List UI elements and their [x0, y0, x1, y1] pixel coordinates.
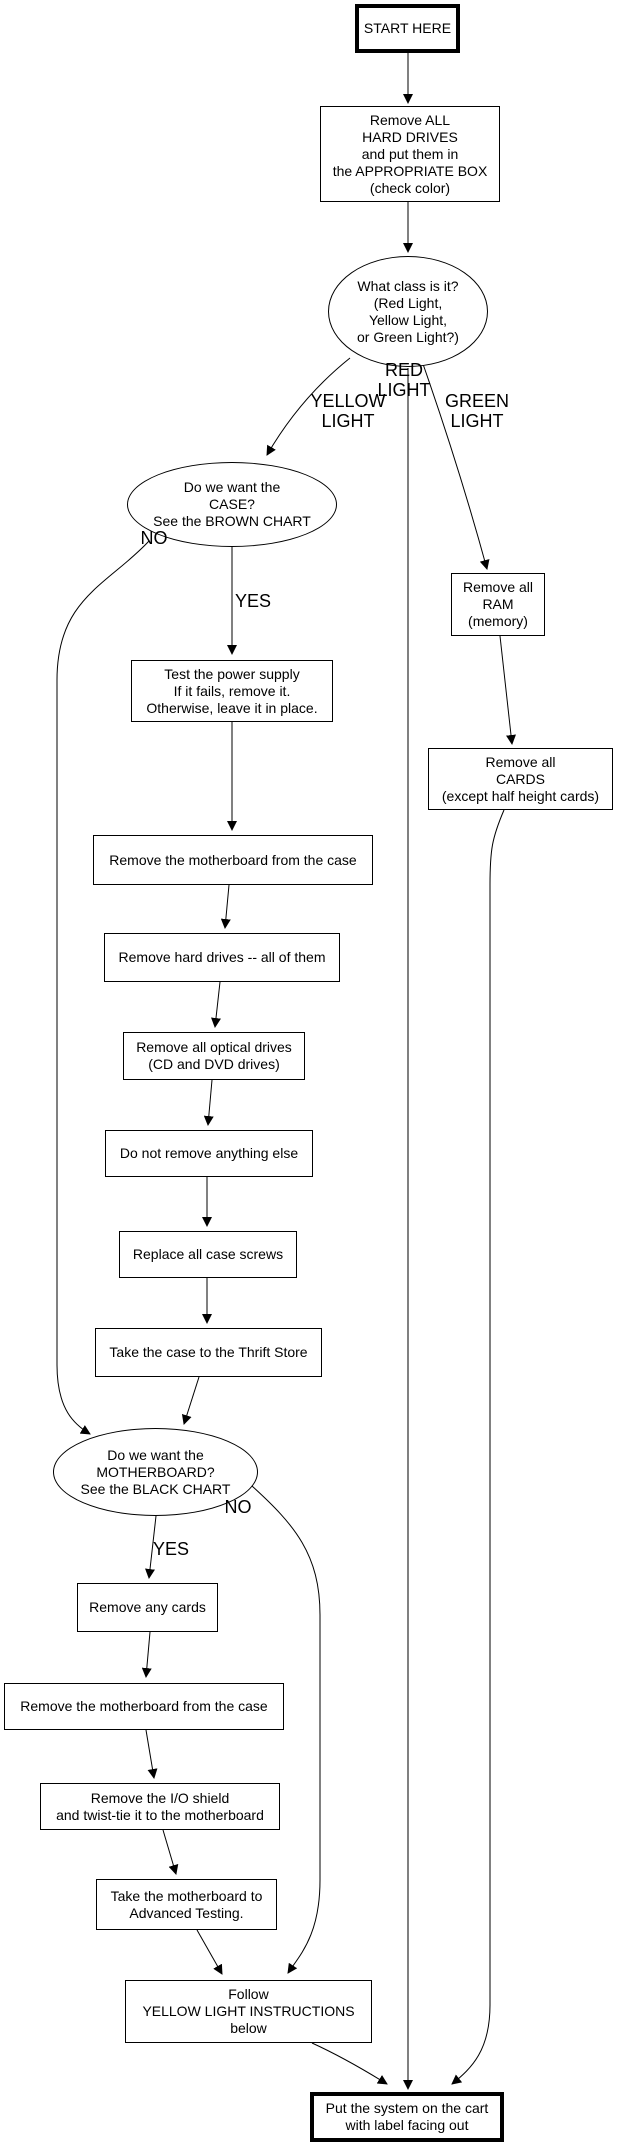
edge-label-case-yes: YES	[234, 591, 272, 611]
node-do-not-remove: Do not remove anything else	[105, 1130, 313, 1177]
edge-remove-any-cards-to-remove-mobo-2	[141, 1631, 152, 1678]
edge-remove-optical-to-do-not-remove	[203, 1079, 214, 1126]
node-cart: Put the system on the cart with label fa…	[310, 2092, 504, 2142]
edge-ram-to-cards	[499, 635, 516, 745]
node-want-mobo: Do we want the MOTHERBOARD? See the BLAC…	[53, 1428, 258, 1516]
edge-remove-mobo-2-to-io-shield	[145, 1729, 158, 1779]
node-what-class: What class is it? (Red Light, Yellow Lig…	[328, 256, 488, 367]
edge-label-mobo-no: NO	[224, 1497, 252, 1517]
edge-label-yellow-light: YELLOW LIGHT	[310, 391, 386, 431]
node-remove-any-cards: Remove any cards	[77, 1583, 218, 1632]
node-remove-optical: Remove all optical drives (CD and DVD dr…	[123, 1032, 305, 1080]
edge-advanced-to-follow	[196, 1929, 223, 1975]
node-remove-all-cards: Remove all CARDS (except half height car…	[428, 748, 613, 810]
edge-case-no	[56, 540, 150, 1435]
node-remove-hdds: Remove hard drives -- all of them	[104, 933, 340, 982]
edge-label-mobo-yes: YES	[152, 1539, 190, 1559]
node-advanced-testing: Take the motherboard to Advanced Testing…	[96, 1879, 277, 1930]
edge-label-green-light: GREEN LIGHT	[444, 391, 509, 431]
node-remove-ram: Remove all RAM (memory)	[451, 573, 545, 636]
node-remove-hard-drives: Remove ALL HARD DRIVES and put them in t…	[320, 106, 500, 202]
edge-remove-hdds-to-remove-optical	[211, 981, 221, 1028]
edge-follow-to-cart	[311, 2042, 388, 2085]
edge-thrift-to-want-mobo	[181, 1376, 200, 1425]
node-io-shield: Remove the I/O shield and twist-tie it t…	[40, 1783, 280, 1830]
node-thrift-store: Take the case to the Thrift Store	[95, 1328, 322, 1377]
edge-mobo-yes	[145, 1515, 157, 1579]
node-remove-mobo-2: Remove the motherboard from the case	[4, 1683, 284, 1730]
node-want-case: Do we want the CASE? See the BROWN CHART	[127, 462, 337, 547]
edge-cards-to-cart	[451, 809, 505, 2085]
edge-io-shield-to-advanced	[162, 1829, 179, 1875]
node-remove-mobo-1: Remove the motherboard from the case	[93, 835, 373, 885]
edge-label-case-no: NO	[140, 528, 168, 548]
edge-mobo-no	[251, 1485, 321, 1974]
edge-label-red-light: RED LIGHT	[377, 360, 431, 400]
node-test-psu: Test the power supply If it fails, remov…	[131, 660, 333, 722]
node-follow-yellow: Follow YELLOW LIGHT INSTRUCTIONS below	[125, 1980, 372, 2043]
node-replace-screws: Replace all case screws	[119, 1231, 297, 1278]
edge-remove-mobo-1-to-remove-hdds	[220, 884, 231, 929]
node-start: START HERE	[355, 4, 460, 53]
edge-green-light	[422, 363, 490, 570]
edge-yellow-light	[266, 357, 351, 456]
